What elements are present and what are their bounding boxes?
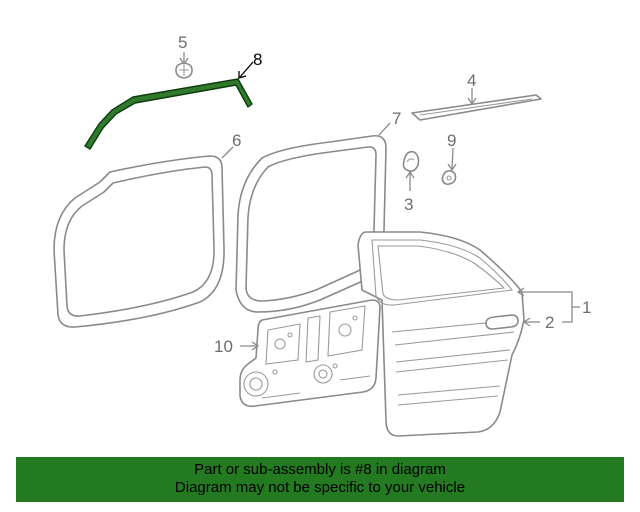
part-6-weatherstrip[interactable] xyxy=(53,155,225,328)
arrow-2 xyxy=(522,317,531,327)
callout-2: 2 xyxy=(545,313,554,332)
callout-5: 5 xyxy=(178,33,187,52)
callout-4: 4 xyxy=(467,71,476,90)
arrow-4 xyxy=(467,97,477,106)
callouts: 5 8 6 7 4 3 9 10 1 2 xyxy=(178,33,591,356)
leader-6 xyxy=(221,146,234,159)
arrow-8 xyxy=(238,71,247,79)
arrow-5 xyxy=(179,57,189,66)
part-10-regulator-panel[interactable] xyxy=(239,299,381,408)
part-2-door-shell[interactable] xyxy=(357,231,525,437)
callout-10: 10 xyxy=(214,337,233,356)
leader-9 xyxy=(451,147,454,170)
part-3-cap[interactable] xyxy=(402,150,420,172)
footer-line-1: Part or sub-assembly is #8 in diagram xyxy=(194,461,446,478)
part-9-clip[interactable] xyxy=(441,170,457,185)
leader-7 xyxy=(378,122,391,136)
leader-lines xyxy=(179,52,580,351)
callout-9: 9 xyxy=(447,131,456,150)
arrow-1 xyxy=(516,287,525,297)
footer-line-2: Diagram may not be specific to your vehi… xyxy=(174,479,466,496)
callout-3: 3 xyxy=(404,195,413,214)
callout-7: 7 xyxy=(392,109,401,128)
part-7-door-weatherstrip[interactable] xyxy=(235,134,387,313)
arrow-9 xyxy=(447,163,457,172)
parts-diagram: 5 8 6 7 4 3 9 10 1 2 xyxy=(53,33,591,437)
leader-8 xyxy=(239,61,254,78)
part-5-clip[interactable] xyxy=(175,62,193,79)
callout-6: 6 xyxy=(232,131,241,150)
callout-1: 1 xyxy=(582,298,591,317)
arrow-10 xyxy=(251,341,260,351)
arrow-3 xyxy=(405,170,415,179)
part-8-highlighted-molding[interactable] xyxy=(84,78,253,150)
part-4-belt-molding[interactable] xyxy=(411,94,542,121)
footer-banner: Part or sub-assembly is #8 in diagram Di… xyxy=(16,457,624,502)
callout-8: 8 xyxy=(253,50,262,69)
